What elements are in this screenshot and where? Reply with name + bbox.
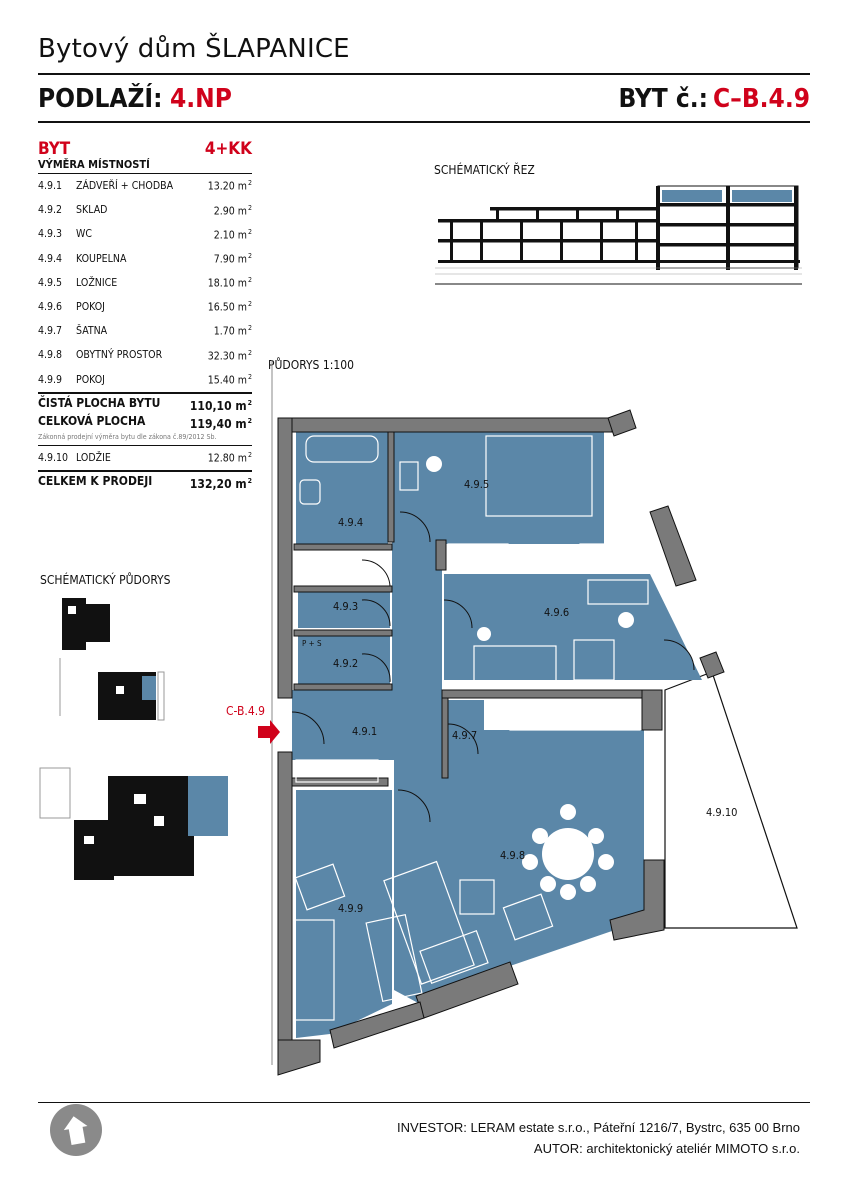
- floor-label: PODLAŽÍ:: [38, 84, 163, 114]
- byt-label: BYT: [38, 139, 71, 159]
- sale-value: 132,20 m2: [189, 476, 252, 491]
- header-rule-top: [38, 73, 810, 75]
- plan-room-4.9.9: 4.9.9: [338, 902, 364, 915]
- sale-total: CELKEM K PRODEJI 132,20 m2: [38, 469, 252, 492]
- plan-room-4.9.6: 4.9.6: [544, 606, 570, 619]
- footer-investor: INVESTOR: LERAM estate s.r.o., Páteřní 1…: [397, 1120, 800, 1135]
- legal-note: Zákonná prodejní výměra bytu dle zákona …: [38, 432, 252, 446]
- layout-type: 4+KK: [204, 139, 252, 159]
- floor-plan-label: PŮDORYS 1:100: [268, 358, 354, 372]
- room-fill-4.9.9: [296, 790, 392, 1038]
- room-fill-4.9.4: [296, 432, 388, 544]
- room-fill-4.9.2: [298, 636, 390, 684]
- ps-label: P + S: [302, 639, 322, 648]
- total-area-label: CELKOVÁ PLOCHA: [38, 413, 146, 428]
- room-fill-4.9.3: [298, 590, 390, 628]
- plan-room-4.9.8: 4.9.8: [500, 849, 526, 862]
- unit-value: C–B.4.9: [712, 84, 810, 114]
- schematic-plan-drawing: [39, 598, 228, 880]
- unit-label: BYT č.:: [618, 84, 708, 114]
- plan-room-4.9.2: 4.9.2: [333, 657, 359, 670]
- sale-label: CELKEM K PRODEJI: [38, 473, 153, 488]
- floor-value: 4.NP: [170, 84, 232, 114]
- section-drawing: [435, 185, 802, 285]
- north-arrow-icon: [50, 1104, 102, 1156]
- plan-room-4.9.4: 4.9.4: [338, 516, 364, 529]
- totals: ČISTÁ PLOCHA BYTU 110,10 m2 CELKOVÁ PLOC…: [38, 391, 252, 446]
- footer-author: AUTOR: architektonický ateliér MIMOTO s.…: [533, 1141, 800, 1156]
- room-fill-4.9.6: [444, 574, 702, 680]
- building-title: Bytový dům ŠLAPANICE: [38, 34, 350, 64]
- plan-room-4.9.7: 4.9.7: [452, 729, 478, 742]
- loggia-row: 4.9.10 LODŽIE 12.80 m2: [38, 451, 252, 465]
- room-fill-4.9.8: [394, 730, 644, 1004]
- plan-room-4.9.10: 4.9.10: [706, 806, 738, 819]
- net-area-label: ČISTÁ PLOCHA BYTU: [38, 395, 161, 410]
- entrance-label: C-B.4.9: [226, 704, 266, 718]
- table-subtitle: VÝMĚRA MÍSTNOSTÍ: [38, 158, 252, 174]
- net-area-value: 110,10 m2: [189, 398, 252, 413]
- total-area-value: 119,40 m2: [189, 416, 252, 431]
- plan-room-4.9.3: 4.9.3: [333, 600, 359, 613]
- header-rule-bottom: [38, 121, 810, 123]
- plan-room-4.9.1: 4.9.1: [352, 725, 378, 738]
- footer-rule: [38, 1102, 810, 1103]
- plan-room-4.9.5: 4.9.5: [464, 478, 490, 491]
- section-label: SCHÉMATICKÝ ŘEZ: [434, 163, 535, 177]
- schematic-plan-label: SCHÉMATICKÝ PŮDORYS: [40, 573, 171, 587]
- room-fill-4.9.5: [392, 432, 604, 544]
